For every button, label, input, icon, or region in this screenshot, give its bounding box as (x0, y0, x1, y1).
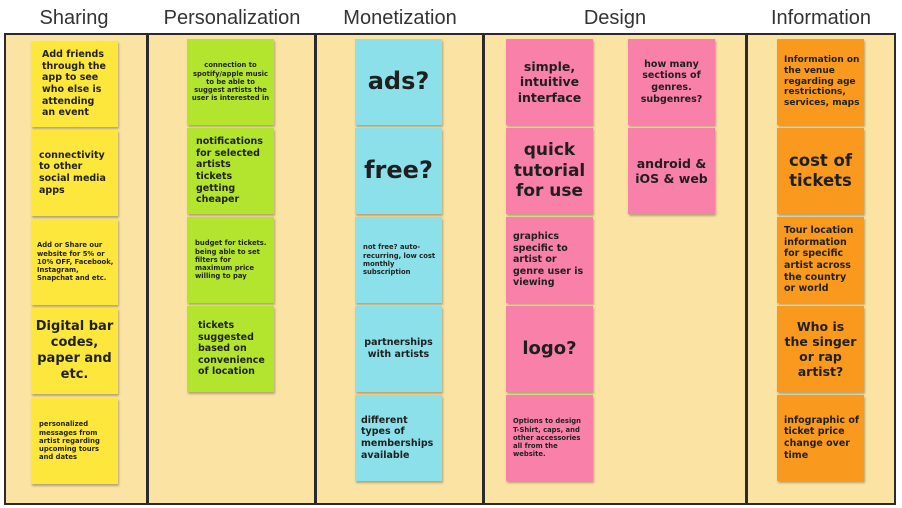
sticky-note[interactable]: free? (355, 128, 442, 214)
sticky-note-text: connection to spotify/apple music to be … (191, 61, 270, 103)
sticky-note[interactable]: tickets suggested based on convenience o… (187, 306, 274, 392)
sticky-note[interactable]: quick tutorial for use (506, 128, 593, 214)
sticky-note[interactable]: Add friends through the app to see who e… (31, 41, 118, 127)
sticky-note-text: ads? (367, 67, 430, 96)
sticky-note[interactable]: different types of memberships available (355, 395, 442, 481)
sticky-note-text: different types of memberships available (361, 414, 434, 461)
sticky-note-text: tickets suggested based on convenience o… (198, 320, 265, 378)
sticky-note-text: partnerships with artists (364, 337, 433, 360)
sticky-note-text: quick tutorial for use (513, 139, 586, 202)
sticky-note[interactable]: Digital bar codes, paper and etc. (31, 308, 118, 394)
sticky-note-text: budget for tickets. being able to set fi… (195, 239, 267, 281)
sticky-note[interactable]: notifications for selected artists ticke… (187, 128, 274, 214)
sticky-note[interactable]: connection to spotify/apple music to be … (187, 39, 274, 125)
column-divider (146, 33, 149, 505)
sticky-note[interactable]: logo? (506, 306, 593, 392)
sticky-note-text: graphics specific to artist or genre use… (513, 231, 584, 289)
sticky-note-text: not free? auto-recurring, low cost month… (363, 243, 436, 277)
sticky-note-text: how many sections of genres. subgenres? (640, 58, 703, 105)
sticky-note-text: Add friends through the app to see who e… (42, 49, 106, 119)
sticky-note-text: connectivity to other social media apps (39, 149, 106, 196)
sticky-note-text: logo? (522, 338, 577, 360)
sticky-note[interactable]: android & iOS & web (628, 128, 715, 214)
column-header-sharing: Sharing (39, 6, 109, 29)
board-background (4, 33, 896, 505)
sticky-note-text: Digital bar codes, paper and etc. (35, 319, 114, 382)
sticky-note[interactable]: cost of tickets (777, 128, 864, 214)
sticky-note-text: Options to design T-Shirt, caps, and oth… (513, 417, 581, 459)
sticky-note[interactable]: infographic of ticket price change over … (777, 395, 864, 481)
sticky-note-text: Information on the venue regarding age r… (784, 54, 860, 109)
sticky-note[interactable]: partnerships with artists (355, 306, 442, 392)
sticky-note-text: free? (364, 156, 433, 185)
sticky-note-text: cost of tickets (788, 150, 853, 190)
sticky-note[interactable]: personalized messages from artist regard… (31, 398, 118, 484)
sticky-note-text: android & iOS & web (635, 155, 708, 186)
sticky-note-text: Tour location information for specific a… (784, 225, 854, 295)
sticky-note[interactable]: Add or Share our website for 5% or 10% O… (31, 219, 118, 305)
sticky-note[interactable]: Information on the venue regarding age r… (777, 39, 864, 125)
sticky-note[interactable]: not free? auto-recurring, low cost month… (355, 217, 442, 303)
column-divider (745, 33, 748, 505)
column-divider (482, 33, 485, 505)
sticky-note-text: infographic of ticket price change over … (784, 414, 859, 461)
sticky-note-text: Add or Share our website for 5% or 10% O… (37, 241, 114, 283)
sticky-note[interactable]: how many sections of genres. subgenres? (628, 39, 715, 125)
column-header-information: Information (770, 6, 872, 29)
sticky-note-text: notifications for selected artists ticke… (196, 136, 263, 206)
sticky-note[interactable]: budget for tickets. being able to set fi… (187, 217, 274, 303)
sticky-note[interactable]: graphics specific to artist or genre use… (506, 217, 593, 303)
column-header-monetization: Monetization (343, 6, 457, 29)
sticky-note[interactable]: simple, intuitive interface (506, 39, 593, 125)
sticky-note-text: Who is the singer or rap artist? (784, 318, 857, 380)
sticky-note[interactable]: Options to design T-Shirt, caps, and oth… (506, 395, 593, 481)
column-header-design: Design (583, 6, 647, 29)
sticky-note[interactable]: Tour location information for specific a… (777, 217, 864, 303)
column-header-personalization: Personalization (163, 6, 301, 29)
sticky-note-text: personalized messages from artist regard… (39, 420, 100, 462)
sticky-note[interactable]: ads? (355, 39, 442, 125)
sticky-note[interactable]: connectivity to other social media apps (31, 130, 118, 216)
column-divider (314, 33, 317, 505)
sticky-note[interactable]: Who is the singer or rap artist? (777, 306, 864, 392)
sticky-note-text: simple, intuitive interface (517, 59, 582, 105)
